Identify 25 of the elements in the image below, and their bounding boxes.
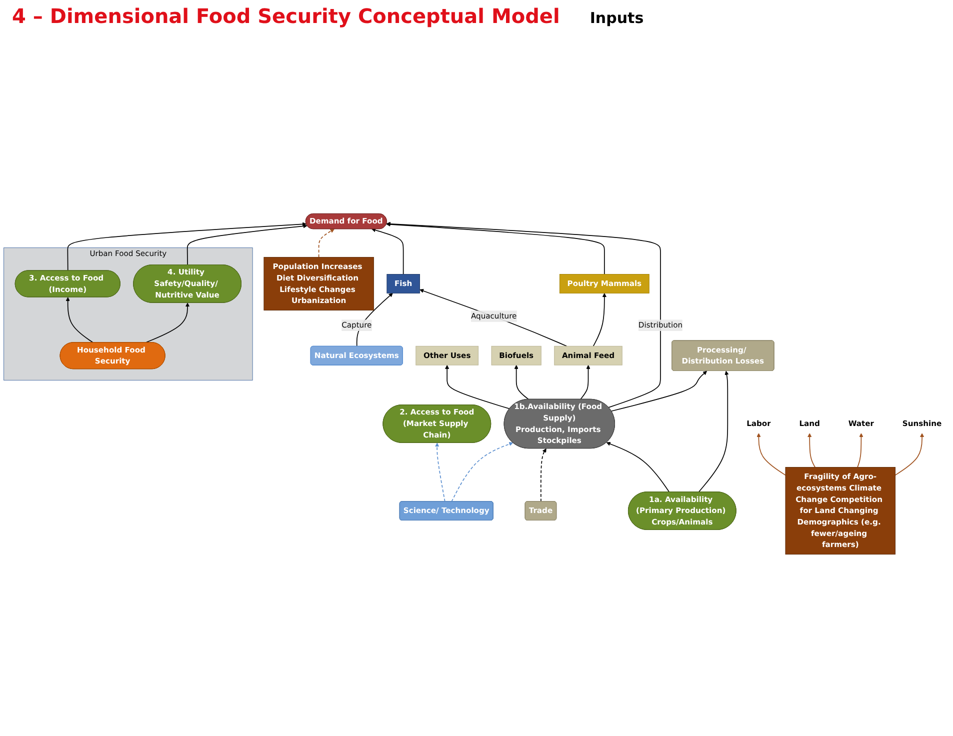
arrow [808, 433, 816, 468]
arrow [857, 433, 864, 468]
arrow [540, 448, 546, 502]
arrow [372, 228, 404, 275]
arrow [451, 442, 514, 502]
arrow [66, 297, 94, 344]
diagram-title: 4 – Dimensional Food Security Conceptual Model [12, 4, 560, 28]
arrow [592, 292, 606, 347]
arrow [420, 288, 568, 347]
arrow [514, 364, 529, 400]
arrow [580, 364, 590, 400]
arrow [606, 442, 670, 493]
arrow [386, 222, 661, 408]
arrow [894, 433, 924, 476]
arrow [186, 224, 308, 266]
arrow [756, 433, 786, 476]
arrow [318, 228, 334, 258]
text-label: Inputs [590, 9, 644, 27]
arrow [698, 370, 729, 493]
arrow [445, 364, 510, 410]
arrow [67, 222, 306, 272]
arrow [435, 442, 446, 502]
arrow [610, 370, 708, 412]
arrow [386, 222, 605, 275]
arrow [145, 302, 190, 344]
